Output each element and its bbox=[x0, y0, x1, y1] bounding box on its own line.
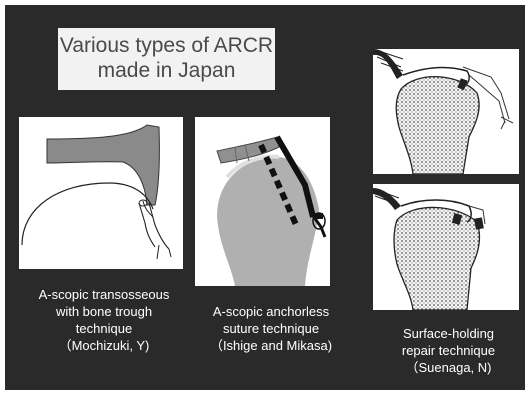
title-line-2: made in Japan bbox=[58, 59, 275, 83]
caption-transosseous: A-scopic transosseous with bone trough t… bbox=[29, 286, 179, 354]
title-line-1: Various types of ARCR bbox=[58, 34, 275, 58]
caption-line: technique bbox=[29, 320, 179, 337]
caption-anchorless: A-scopic anchorless suture technique （Is… bbox=[196, 303, 346, 354]
caption-line: suture technique bbox=[196, 320, 346, 337]
surface-holding-illustration-top bbox=[373, 49, 519, 174]
caption-line: （Suenaga, N) bbox=[376, 359, 521, 376]
caption-line: with bone trough bbox=[29, 303, 179, 320]
caption-line: A-scopic anchorless bbox=[196, 303, 346, 320]
caption-line: repair technique bbox=[376, 342, 521, 359]
caption-line: （Mochizuki, Y) bbox=[29, 337, 179, 354]
caption-line: Surface-holding bbox=[376, 325, 521, 342]
caption-line: （Ishige and Mikasa) bbox=[196, 337, 346, 354]
caption-surface-holding: Surface-holding repair technique （Suenag… bbox=[376, 325, 521, 376]
caption-line: A-scopic transosseous bbox=[29, 286, 179, 303]
title-box: Various types of ARCR made in Japan bbox=[58, 28, 275, 90]
anchorless-suture-illustration bbox=[195, 117, 330, 286]
surface-holding-illustration-bottom bbox=[373, 184, 519, 310]
transosseous-illustration bbox=[19, 117, 183, 269]
